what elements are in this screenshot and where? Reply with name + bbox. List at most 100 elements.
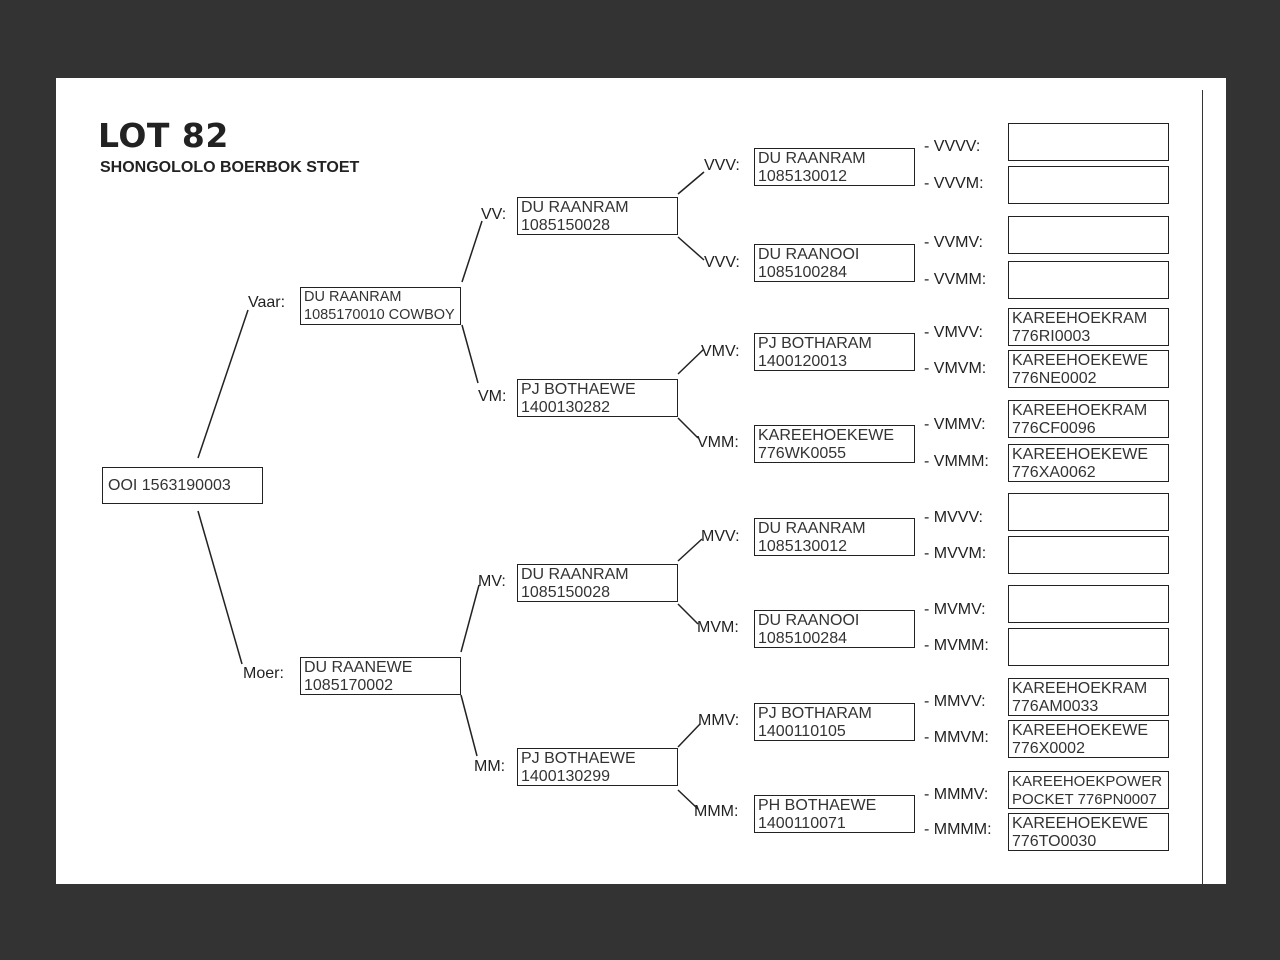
vm-id: 1400130282	[521, 399, 610, 416]
vmv-name: PJ BOTHARAM	[758, 335, 872, 352]
connector-subject-vaar	[197, 309, 249, 459]
connector-moer-mv	[460, 584, 480, 653]
vaar-id: 1085170010 COWBOY	[304, 307, 455, 323]
connector-mv-mvv	[677, 538, 703, 562]
label-mvvv: - MVVV:	[924, 509, 983, 526]
vvv-name: DU RAANRAM	[758, 150, 866, 167]
moer-id: 1085170002	[304, 677, 393, 694]
gggp-box-mvmm	[1008, 628, 1169, 666]
mmvm-name: KAREEHOEKEWE	[1012, 722, 1149, 739]
label-vvm: VVV:	[704, 254, 740, 271]
connector-vaar-vm	[461, 324, 479, 384]
gggp-box-mmvv: KAREEHOEKRAM 776AM0033	[1008, 678, 1169, 716]
label-vmmv: - VMMV:	[924, 416, 986, 433]
connector-vv-vvm	[677, 236, 705, 261]
mmv-id: 1400110105	[758, 723, 846, 740]
label-vmv: VMV:	[701, 343, 740, 360]
vmv-id: 1400120013	[758, 353, 847, 370]
label-vmm: VMM:	[697, 434, 739, 451]
vmm-id: 776WK0055	[758, 445, 847, 462]
vv-name: DU RAANRAM	[521, 199, 629, 216]
label-vaar: Vaar:	[248, 294, 286, 311]
pedigree-sheet: LOT 82 SHONGOLOLO BOERBOK STOET OOI 1563…	[56, 78, 1226, 884]
mmvm-id: 776X0002	[1012, 740, 1085, 757]
label-vmvv: - VMVV:	[924, 324, 983, 341]
mmm-name: PH BOTHAEWE	[758, 797, 877, 814]
gggp-box-vmmm: KAREEHOEKEWE 776XA0062	[1008, 444, 1169, 482]
connector-vm-vmm	[677, 417, 699, 439]
subject-name: OOI 1563190003	[108, 477, 231, 494]
mmvv-id: 776AM0033	[1012, 698, 1099, 715]
gggp-box-mvmv	[1008, 585, 1169, 623]
label-vvv: VVV:	[704, 157, 740, 174]
gggp-box-mvvm	[1008, 536, 1169, 574]
connector-subject-moer	[197, 510, 243, 665]
connector-mm-mmm	[677, 789, 699, 810]
label-mmm: MMM:	[694, 803, 739, 820]
ggp-box-vmm: KAREEHOEKEWE 776WK0055	[754, 425, 915, 463]
label-mv: MV:	[478, 573, 506, 590]
gggp-box-vmvv: KAREEHOEKRAM 776RI0003	[1008, 308, 1169, 346]
ggp-box-mmm: PH BOTHAEWE 1400110071	[754, 795, 915, 833]
mv-name: DU RAANRAM	[521, 566, 629, 583]
vmvv-id: 776RI0003	[1012, 328, 1091, 345]
moer-name: DU RAANEWE	[304, 659, 413, 676]
ggp-box-mmv: PJ BOTHARAM 1400110105	[754, 703, 915, 741]
mm-id: 1400130299	[521, 768, 610, 785]
label-mmmm: - MMMM:	[924, 821, 992, 838]
label-vvmv: - VVMV:	[924, 234, 983, 251]
ggp-box-mvv: DU RAANRAM 1085130012	[754, 518, 915, 556]
connector-vv-vvv	[677, 171, 705, 195]
breeder-name: SHONGOLOLO BOERBOK STOET	[100, 159, 360, 176]
vvv-id: 1085130012	[758, 168, 847, 185]
mmmm-id: 776TO0030	[1012, 833, 1097, 850]
ggp-box-vvm: DU RAANOOI 1085100284	[754, 244, 915, 282]
gggp-box-mmvm: KAREEHOEKEWE 776X0002	[1008, 720, 1169, 758]
label-moer: Moer:	[243, 665, 284, 682]
label-vm: VM:	[478, 388, 507, 405]
grandparent-box-mv: DU RAANRAM 1085150028	[517, 564, 678, 602]
connector-mv-mvm	[677, 603, 699, 625]
label-mvv: MVV:	[701, 528, 740, 545]
pedigree-connector-lines	[197, 171, 705, 810]
label-vvvm: - VVVM:	[924, 175, 984, 192]
label-vvvv: - VVVV:	[924, 138, 981, 155]
label-mmvv: - MMVV:	[924, 693, 986, 710]
vmvv-name: KAREEHOEKRAM	[1012, 310, 1148, 327]
gggp-box-mmmm: KAREEHOEKEWE 776TO0030	[1008, 813, 1169, 851]
vmmm-id: 776XA0062	[1012, 464, 1096, 481]
parent-box-vaar: DU RAANRAM 1085170010 COWBOY	[300, 287, 461, 325]
connector-mm-mmv	[677, 723, 701, 748]
gggp-box-vvmv	[1008, 216, 1169, 254]
vaar-name: DU RAANRAM	[304, 289, 402, 305]
vmmv-name: KAREEHOEKRAM	[1012, 402, 1148, 419]
ggp-box-mvm: DU RAANOOI 1085100284	[754, 610, 915, 648]
mmv-name: PJ BOTHARAM	[758, 705, 872, 722]
vmvm-id: 776NE0002	[1012, 370, 1097, 387]
label-mmvm: - MMVM:	[924, 729, 989, 746]
vmm-name: KAREEHOEKEWE	[758, 427, 895, 444]
right-margin-line	[1202, 90, 1203, 884]
mmmv-id: POCKET 776PN0007	[1012, 791, 1157, 808]
gggp-box-vmvm: KAREEHOEKEWE 776NE0002	[1008, 350, 1169, 388]
mv-id: 1085150028	[521, 584, 610, 601]
ggp-box-vvv: DU RAANRAM 1085130012	[754, 148, 915, 186]
mvm-id: 1085100284	[758, 630, 847, 647]
gggp-box-vvmm	[1008, 261, 1169, 299]
mmmm-name: KAREEHOEKEWE	[1012, 815, 1149, 832]
gggp-box-vvvm	[1008, 166, 1169, 204]
label-mmmv: - MMMV:	[924, 786, 989, 803]
vvm-id: 1085100284	[758, 264, 847, 281]
label-mvvm: - MVVM:	[924, 545, 987, 562]
vmmv-id: 776CF0096	[1012, 420, 1096, 437]
label-vmmm: - VMMM:	[924, 453, 989, 470]
mm-name: PJ BOTHAEWE	[521, 750, 636, 767]
label-mvmm: - MVMM:	[924, 637, 989, 654]
connector-vm-vmv	[677, 348, 705, 375]
gggp-box-mvvv	[1008, 493, 1169, 531]
ggp-box-vmv: PJ BOTHARAM 1400120013	[754, 333, 915, 371]
lot-title: LOT 82	[98, 116, 229, 155]
grandparent-box-vv: DU RAANRAM 1085150028	[517, 197, 678, 235]
vmmm-name: KAREEHOEKEWE	[1012, 446, 1149, 463]
connector-vaar-vv	[461, 220, 483, 283]
